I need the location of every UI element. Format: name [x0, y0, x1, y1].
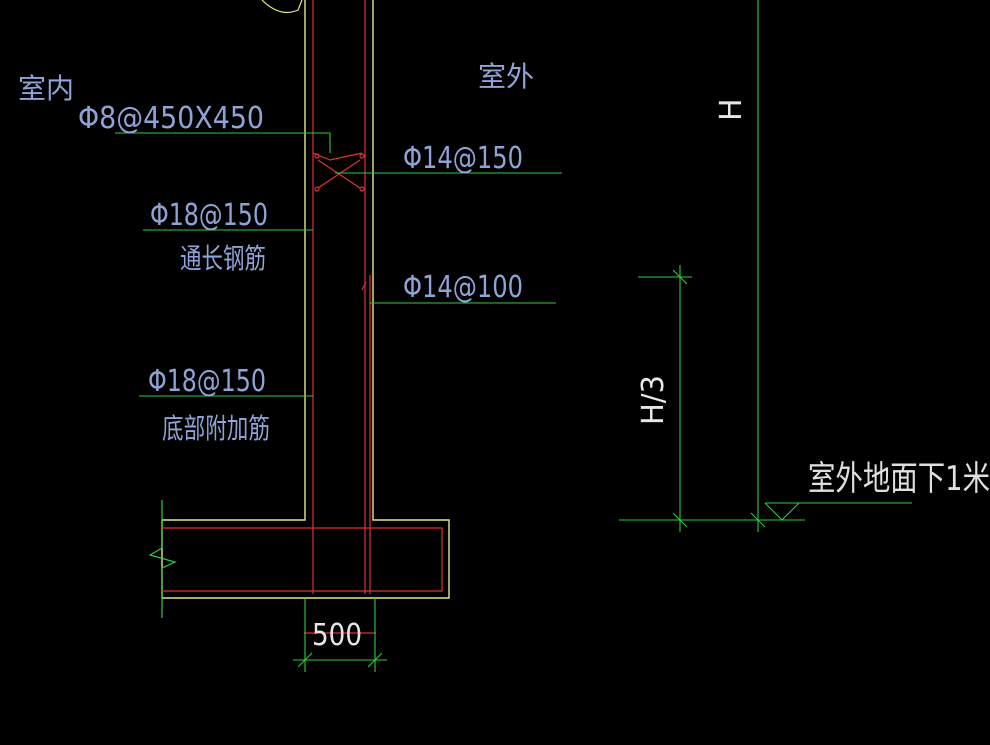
label-outer-lower: Φ14@100	[403, 270, 523, 305]
leader-lines	[115, 132, 562, 397]
label-height-h3: H/3	[636, 375, 671, 425]
h3-tick-top	[672, 269, 688, 285]
thickness-dimension	[293, 598, 387, 672]
dim-tick-right	[367, 652, 383, 668]
label-inner-vert: Φ18@150	[150, 198, 268, 233]
height-dimensions	[619, 0, 912, 532]
h-tick-bottom	[750, 512, 766, 528]
rebar-dot	[314, 153, 320, 159]
label-indoor: 室内	[18, 72, 74, 105]
label-inner-bottom-note: 底部附加筋	[162, 412, 270, 445]
label-ground-note: 室外地面下1米	[808, 459, 990, 499]
tie-bar-hook	[312, 152, 363, 161]
label-outer-top: Φ14@150	[403, 141, 523, 176]
leader-tie-bar	[115, 132, 331, 153]
top-arc-fragment	[261, 0, 303, 13]
label-tie-bar: Φ8@450X450	[78, 101, 264, 136]
label-wall-thickness: 500	[312, 618, 362, 653]
rebar-dot	[359, 153, 365, 159]
rebar-short-mark	[361, 281, 367, 291]
rebar-dot	[359, 186, 365, 192]
h3-tick-bottom	[672, 512, 688, 528]
label-height-h: H	[714, 98, 749, 121]
ground-symbol	[764, 502, 800, 521]
footing-rebar	[162, 527, 443, 592]
rebar-dot	[314, 186, 320, 192]
break-line-symbol	[148, 500, 177, 618]
dim-tick-left	[297, 652, 313, 668]
label-inner-bottom: Φ18@150	[148, 364, 266, 399]
tie-bar-cross-2	[317, 159, 361, 189]
label-inner-vert-note: 通长钢筋	[180, 242, 266, 275]
rebar-lines	[162, 0, 443, 634]
label-outdoor: 室外	[478, 60, 534, 93]
